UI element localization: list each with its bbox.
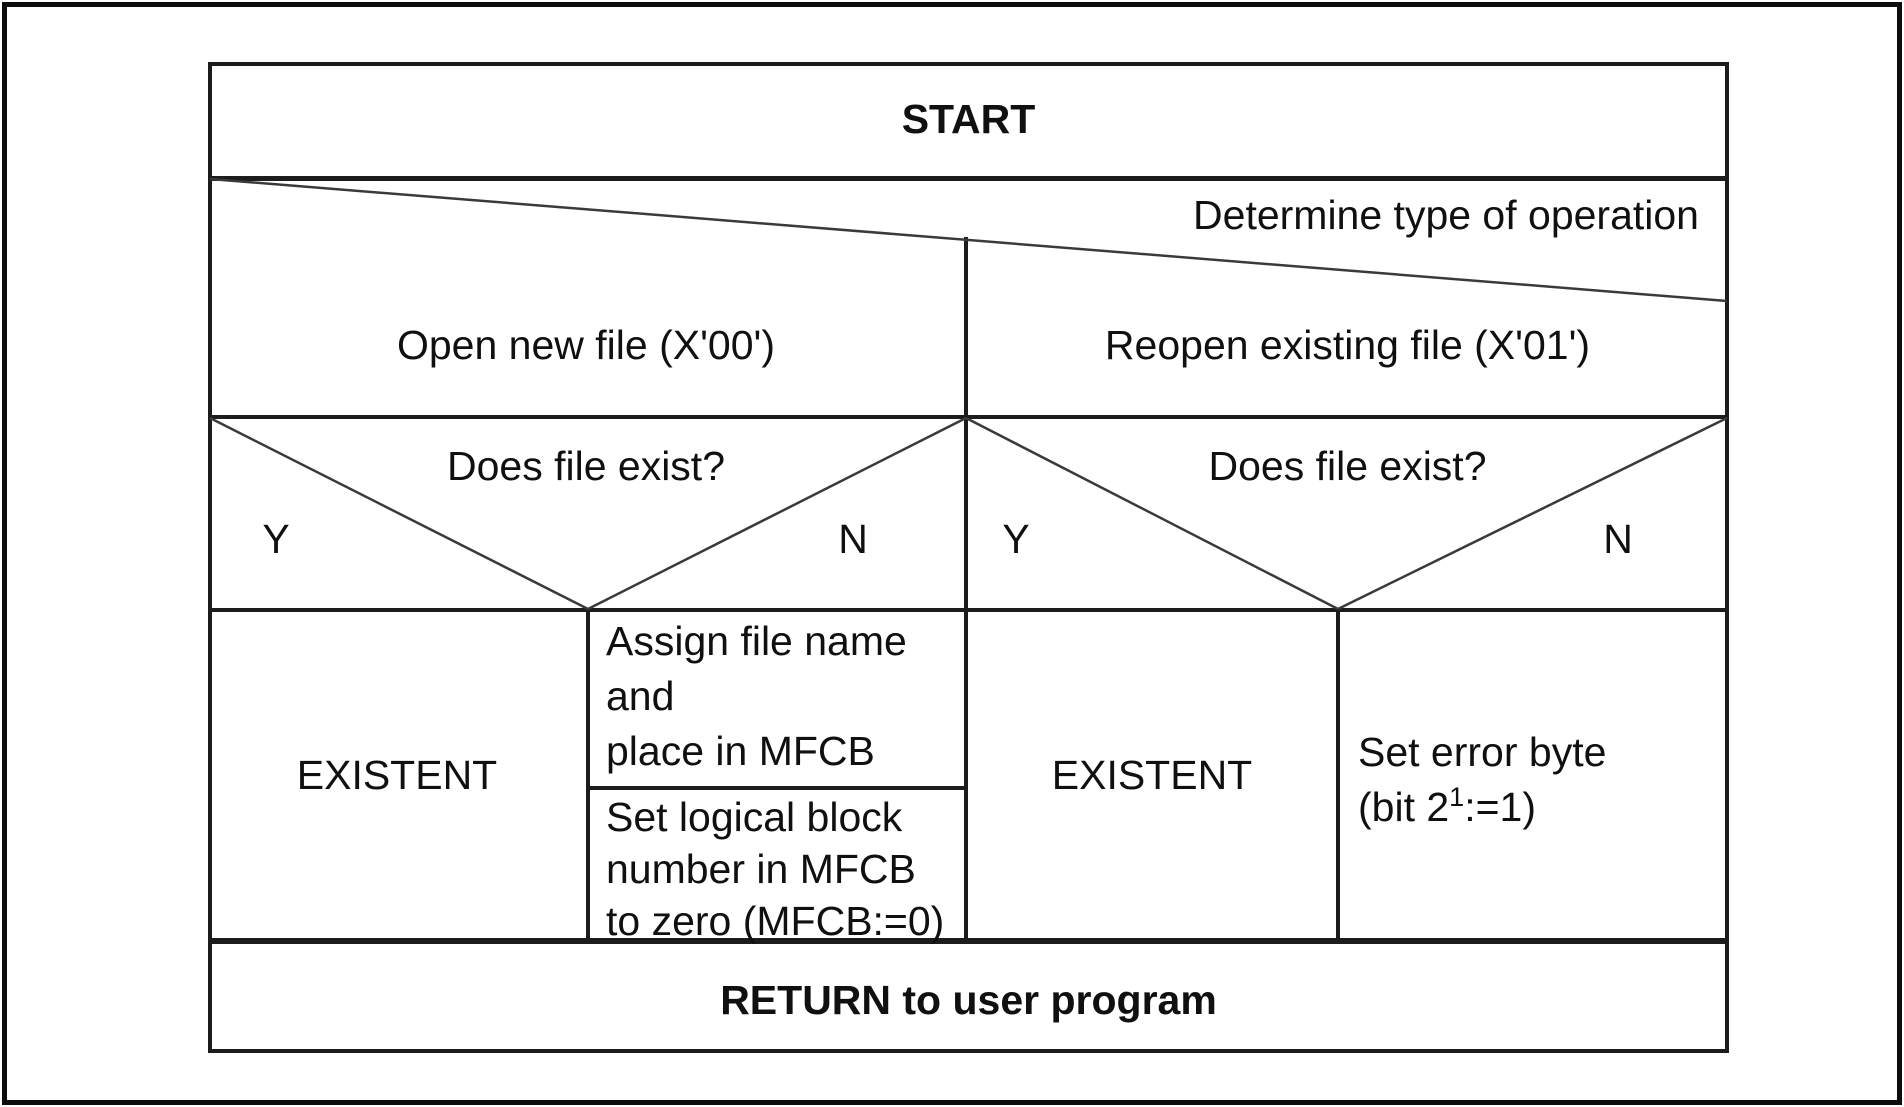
set-block-line-3: to zero (MFCB:=0) xyxy=(606,898,945,944)
left-decision-diagonal-yes xyxy=(209,416,589,611)
right-no-error-cell: Set error byte (bit 21:=1) xyxy=(1358,725,1718,835)
rule-above-return-row xyxy=(208,938,1729,944)
rule-branch-separator xyxy=(964,237,968,944)
rule-below-start-row xyxy=(208,176,1729,181)
branch-title-diagonal-line xyxy=(209,177,1728,303)
branch-title: Determine type of operation xyxy=(1193,192,1699,238)
set-block-line-2: number in MFCB xyxy=(606,846,916,892)
table-border-right xyxy=(1725,62,1729,1053)
rule-below-branch-labels xyxy=(208,415,1729,419)
rule-between-assign-and-set-steps xyxy=(586,786,968,790)
left-no-assign-cell: Assign file name and place in MFCB xyxy=(606,614,956,779)
decision-left-yes-label: Y xyxy=(262,516,290,562)
decision-right-no-label: N xyxy=(1603,516,1633,562)
error-line-1: Set error byte xyxy=(1358,729,1607,775)
start-label: START xyxy=(901,96,1036,142)
diagonal-strokes xyxy=(209,177,1728,611)
structogram-diagram: START Determine type of operation Open n… xyxy=(208,62,1729,1053)
error-line-2: (bit 21:=1) xyxy=(1358,780,1718,835)
assign-line-1: Assign file name xyxy=(606,618,907,664)
rule-right-yes-no-separator xyxy=(1336,608,1340,944)
rule-below-decision-row xyxy=(208,608,1729,612)
decision-right-yes-label: Y xyxy=(1002,516,1030,562)
decision-left-question: Does file exist? xyxy=(446,443,725,489)
rule-left-yes-no-separator xyxy=(586,608,590,944)
right-decision-diagonal-no xyxy=(1337,416,1728,611)
right-yes-existent-cell: EXISTENT xyxy=(1051,752,1253,798)
assign-line-2: and xyxy=(606,673,675,719)
table-border-left xyxy=(208,62,212,1053)
error-line-2-prefix: (bit 2 xyxy=(1358,784,1450,830)
branch-right-label: Reopen existing file (X'01') xyxy=(1104,322,1591,368)
error-line-2-suffix: :=1) xyxy=(1464,784,1536,830)
decision-left-no-label: N xyxy=(838,516,868,562)
right-decision-diagonal-yes xyxy=(965,416,1339,611)
table-border-bottom xyxy=(208,1049,1729,1053)
left-yes-existent-cell: EXISTENT xyxy=(296,752,498,798)
set-block-line-1: Set logical block xyxy=(606,794,903,840)
table-border-top xyxy=(208,62,1729,66)
branch-left-label: Open new file (X'00') xyxy=(396,322,775,368)
decision-right-question: Does file exist? xyxy=(1208,443,1487,489)
left-no-set-block-cell: Set logical block number in MFCB to zero… xyxy=(606,791,966,947)
left-decision-diagonal-no xyxy=(587,416,967,611)
assign-line-3: place in MFCB xyxy=(606,728,875,774)
return-label: RETURN to user program xyxy=(720,977,1217,1023)
error-line-2-superscript: 1 xyxy=(1449,782,1465,812)
